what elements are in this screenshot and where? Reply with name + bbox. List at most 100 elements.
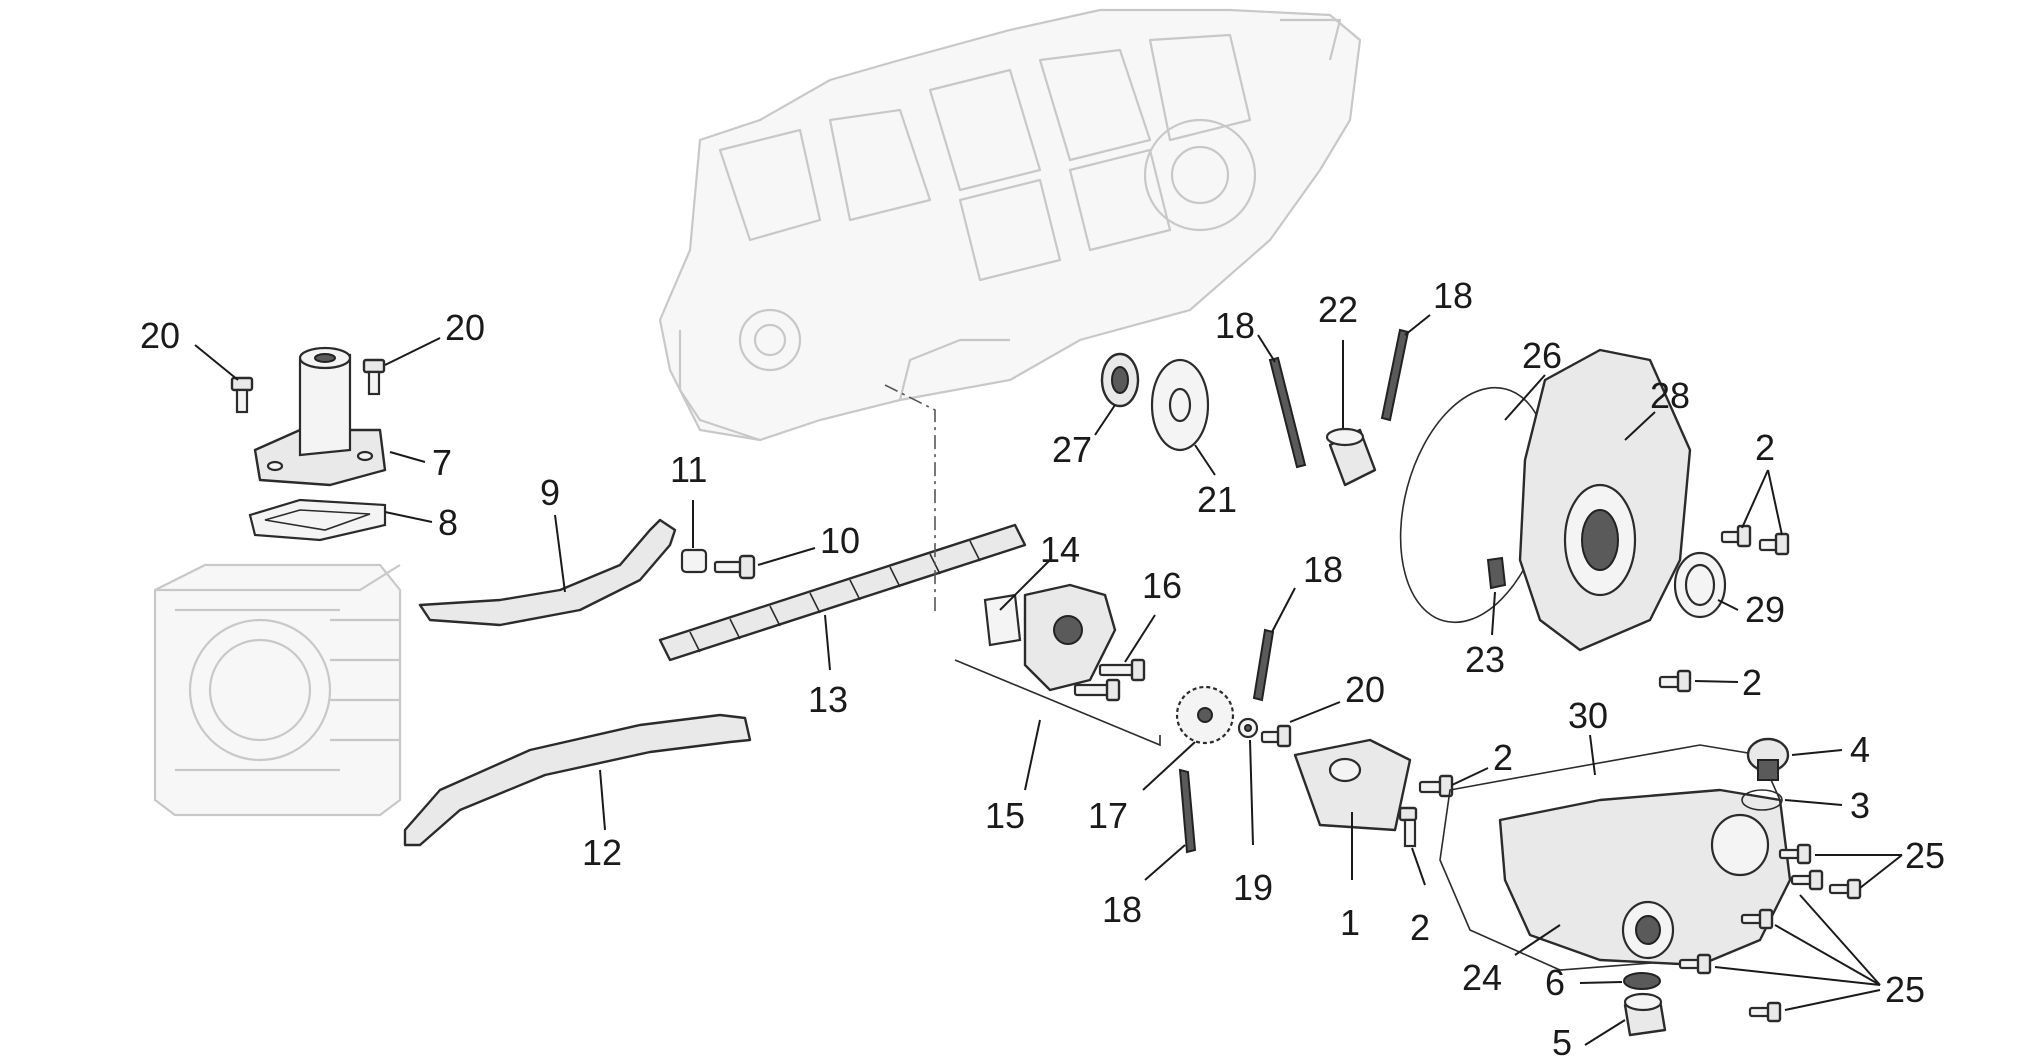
callouts: 20 20 7 8 9 11 10 13 (140, 275, 1945, 1062)
woodruff-key (1486, 556, 1507, 590)
callout-label: 2 (1755, 427, 1775, 468)
seal-ring (1673, 551, 1727, 619)
callout-label: 21 (1197, 479, 1237, 520)
callout-12: 12 (582, 769, 622, 873)
callout-2-d: 2 (1694, 662, 1762, 703)
oil-seal (1100, 352, 1140, 408)
callout-14: 14 (999, 529, 1080, 611)
crankcase-ghost (658, 8, 1362, 442)
side-cover (1518, 348, 1692, 652)
callout-16: 16 (1124, 565, 1182, 663)
drain-washer (1623, 972, 1661, 990)
callout-21: 21 (1194, 444, 1237, 520)
callout-27: 27 (1052, 404, 1116, 470)
cover-plate (1293, 738, 1412, 832)
housing-screw-5 (1678, 953, 1712, 975)
callout-6: 6 (1545, 962, 1623, 1003)
rod-upper-right (1380, 328, 1410, 422)
callout-label: 8 (438, 502, 458, 543)
callout-11: 11 (670, 449, 707, 548)
housing-screw-3 (1828, 878, 1862, 900)
pump-screw-upper (1098, 658, 1146, 682)
timing-chain (658, 523, 1027, 662)
callout-label: 17 (1088, 795, 1128, 836)
tensioner-gasket (248, 498, 387, 542)
callout-25-b: 25 (1714, 894, 1925, 1011)
plate-bolt-upper (1418, 774, 1454, 798)
callout-label: 27 (1052, 429, 1092, 470)
callout-9: 9 (540, 472, 566, 593)
callout-label: 13 (808, 679, 848, 720)
callout-label: 28 (1650, 375, 1690, 416)
guide-bolt (713, 554, 756, 580)
filler-o-ring (1741, 789, 1783, 811)
pump-screw-lower (1073, 678, 1121, 702)
callout-label: 10 (820, 520, 860, 561)
callout-18-upper-left: 18 (1215, 305, 1276, 363)
callout-label: 29 (1745, 589, 1785, 630)
callout-15: 15 (985, 719, 1041, 836)
callout-8: 8 (384, 502, 458, 543)
chain-guide-upper (418, 518, 677, 627)
callout-20-b: 20 (384, 307, 485, 366)
callout-label: 15 (985, 795, 1025, 836)
callout-4: 4 (1791, 729, 1870, 770)
rod-middle (1252, 628, 1275, 702)
drain-plug (1623, 992, 1667, 1037)
callout-label: 20 (140, 315, 180, 356)
callout-2-b: 2 (1410, 847, 1430, 948)
callout-label: 3 (1850, 785, 1870, 826)
callout-2-c: 2 (1741, 427, 1783, 536)
callout-label: 12 (582, 832, 622, 873)
callout-label: 18 (1433, 275, 1473, 316)
callout-19: 19 (1233, 739, 1273, 908)
callout-label: 18 (1215, 305, 1255, 346)
transmission-housing (1498, 788, 1792, 967)
callout-13: 13 (808, 614, 848, 720)
oil-pump (983, 583, 1117, 692)
callout-label: 6 (1545, 962, 1565, 1003)
callout-23: 23 (1465, 591, 1505, 680)
tensioner-screw-left (230, 376, 254, 414)
callout-label: 20 (445, 307, 485, 348)
callout-20-c: 20 (1289, 669, 1385, 723)
callout-29: 29 (1717, 589, 1785, 630)
housing-screw-2 (1790, 869, 1824, 891)
callout-18-middle: 18 (1271, 549, 1343, 633)
callout-5: 5 (1552, 1019, 1626, 1062)
callout-label: 16 (1142, 565, 1182, 606)
callout-label: 18 (1102, 889, 1142, 930)
callout-label: 4 (1850, 729, 1870, 770)
housing-screw-1 (1778, 843, 1812, 865)
callout-label: 14 (1040, 529, 1080, 570)
callout-2-a: 2 (1451, 737, 1513, 786)
callout-24: 24 (1462, 924, 1561, 998)
callout-label: 2 (1410, 907, 1430, 948)
callout-26: 26 (1504, 335, 1562, 421)
callout-label: 30 (1568, 695, 1608, 736)
callout-label: 11 (670, 449, 707, 490)
callout-label: 7 (432, 442, 452, 483)
callout-17: 17 (1088, 741, 1196, 836)
housing-screw-6 (1748, 1001, 1782, 1023)
oil-pump-sprocket (1175, 685, 1235, 745)
callout-label: 9 (540, 472, 560, 513)
cylinder-ghost (153, 563, 402, 817)
callout-label: 23 (1465, 639, 1505, 680)
cover-screw-a (1720, 524, 1752, 548)
callout-7: 7 (389, 442, 452, 483)
plate-screw (1260, 724, 1292, 748)
guide-pin (680, 548, 708, 574)
callout-label: 24 (1462, 957, 1502, 998)
callout-label: 18 (1303, 549, 1343, 590)
bushing (1325, 427, 1377, 487)
callout-18-upper-right: 18 (1404, 275, 1473, 336)
callout-label: 22 (1318, 289, 1358, 330)
rod-lower (1178, 768, 1197, 854)
callout-label: 19 (1233, 867, 1273, 908)
callout-label: 2 (1742, 662, 1762, 703)
callout-label: 25 (1905, 835, 1945, 876)
cover-screw-b (1758, 532, 1790, 556)
chain-slider-lower (403, 713, 752, 847)
